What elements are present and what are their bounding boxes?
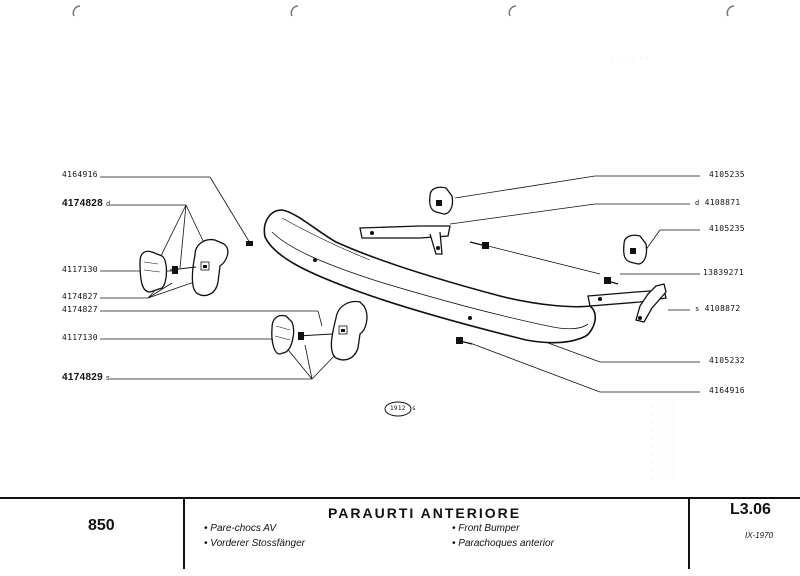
callout-right-3: 4105235 — [709, 224, 745, 233]
callout-right-4: 13839271 — [703, 268, 744, 277]
callout-right-6: 4105232 — [709, 356, 745, 365]
part-number: 4108871 — [704, 198, 741, 207]
callout-left-7: 4174829 s — [62, 372, 110, 383]
part-number: 4105235 — [709, 170, 745, 179]
subtitle-english: • Front Bumper — [452, 523, 520, 534]
svg-text:· · · ·: · · · · — [650, 435, 675, 442]
subtitle-french: • Pare-chocs AV — [204, 523, 277, 534]
figure-reference — [384, 401, 412, 417]
callout-right-2: d 4108871 — [695, 198, 740, 207]
part-number: 4164916 — [62, 170, 98, 179]
part-number: 4105232 — [709, 356, 745, 365]
svg-text:· · · · · ·: · · · · · · — [610, 55, 650, 62]
right-brackets — [359, 186, 667, 345]
svg-text:· · · ·: · · · · — [650, 459, 675, 466]
svg-text:· · · ·: · · · · — [650, 403, 675, 410]
subtitle-german: • Vorderer Stossfänger — [204, 538, 305, 549]
page-title: PARAURTI ANTERIORE — [328, 505, 522, 521]
side-suffix: s — [106, 375, 110, 382]
title-block: 850 PARAURTI ANTERIORE • Pare-chocs AV •… — [0, 497, 800, 576]
part-number: 4174827 — [62, 305, 98, 314]
callout-left-2: 4174828 d — [62, 198, 110, 209]
callout-left-5: 4174827 — [62, 305, 98, 314]
binder-hole-marks — [72, 5, 735, 17]
model-number: 850 — [88, 517, 115, 534]
leader-lines — [100, 175, 700, 393]
part-number: 4164916 — [709, 386, 745, 395]
part-number: 4174829 — [62, 372, 104, 383]
side-prefix: s — [695, 305, 700, 313]
callout-left-1: 4164916 — [62, 170, 98, 179]
callout-right-7: 4164916 — [709, 386, 745, 395]
callout-left-3: 4117130 — [62, 265, 98, 274]
part-number: 4174827 — [62, 292, 98, 301]
issue-date: IX-1970 — [745, 531, 774, 540]
figure-ref-suffix: s — [412, 405, 416, 412]
svg-text:· · · ·: · · · · — [650, 427, 675, 434]
left-overrider-upper — [139, 238, 253, 297]
page-code: L3.06 — [730, 501, 771, 518]
subtitle-spanish: • Parachoques anterior — [452, 538, 554, 549]
svg-text:· · · ·: · · · · — [650, 411, 675, 418]
figure-ref-number: 1912 — [390, 405, 406, 412]
callout-right-5: s 4108872 — [695, 304, 740, 313]
svg-text:· · · ·: · · · · — [650, 475, 675, 482]
svg-text:· · · ·: · · · · — [650, 443, 675, 450]
divider — [688, 499, 690, 569]
part-number: 4174828 — [62, 198, 104, 209]
callout-right-1: 4105235 — [709, 170, 745, 179]
part-number: 4108872 — [704, 304, 741, 313]
part-number: 4117130 — [62, 333, 98, 342]
divider — [183, 499, 185, 569]
side-prefix: d — [695, 199, 700, 207]
part-number: 4117130 — [62, 265, 98, 274]
callout-left-4: 4174827 — [62, 292, 98, 301]
part-number: 13839271 — [703, 268, 744, 277]
svg-text:· · · ·: · · · · — [650, 451, 675, 458]
part-number: 4105235 — [709, 224, 745, 233]
side-suffix: d — [106, 201, 111, 208]
show-through-marks: · · · · · · · · · ·· · · ·· · · · · · · … — [610, 55, 675, 482]
svg-text:· · · ·: · · · · — [650, 419, 675, 426]
svg-text:· · · ·: · · · · — [650, 467, 675, 474]
callout-left-6: 4117130 — [62, 333, 98, 342]
left-overrider-lower — [271, 300, 368, 361]
